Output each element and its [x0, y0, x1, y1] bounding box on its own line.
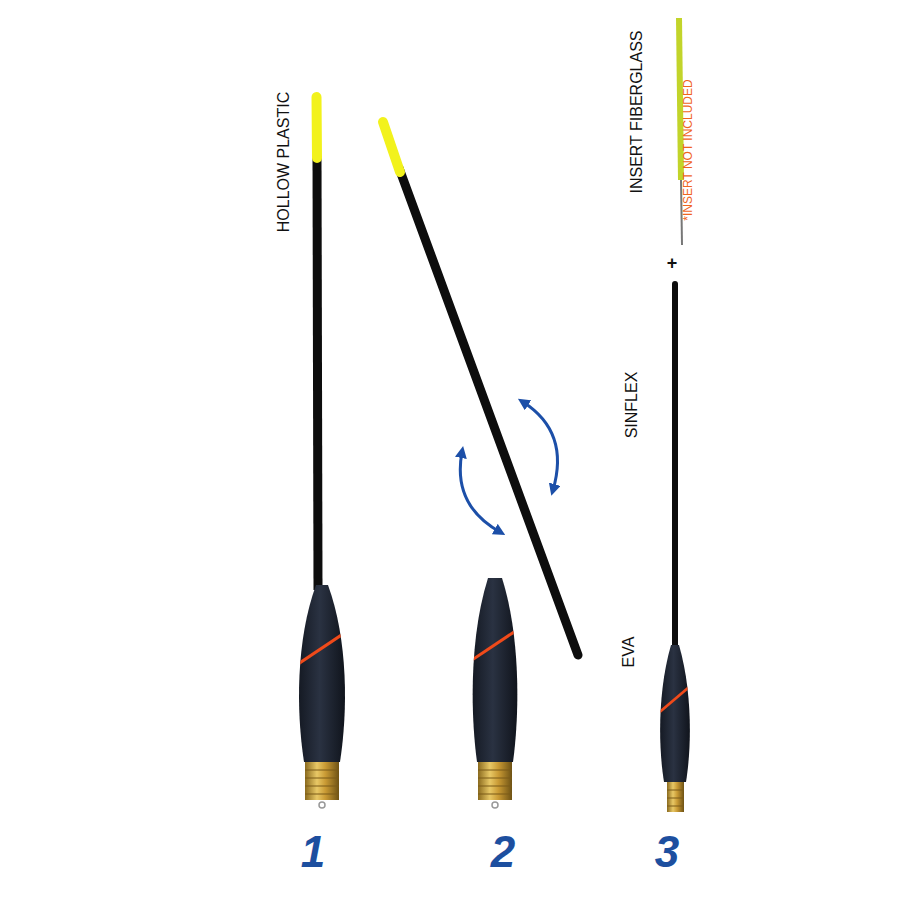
float-two: [383, 122, 578, 808]
callout-number: 2: [491, 830, 515, 874]
float-body: [299, 585, 345, 762]
brass-rings: [478, 770, 512, 794]
fiberglass-insert: [679, 18, 681, 180]
float-three: [655, 18, 695, 812]
brass-base: [478, 762, 512, 800]
callout-number: 3: [655, 830, 679, 874]
brass-base: [667, 782, 684, 812]
antenna-tip: [312, 97, 323, 158]
part-label: INSERT FIBERGLASS: [629, 30, 645, 193]
float-body: [660, 645, 690, 782]
float-one: [292, 97, 352, 808]
float-body: [473, 578, 518, 762]
swap-arrow: [460, 452, 500, 532]
stripe: [655, 682, 695, 716]
swap-arrow: [523, 402, 558, 490]
part-label: SINFLEX: [624, 372, 640, 439]
stripe: [292, 628, 352, 668]
eyelet: [319, 802, 325, 808]
sinflex-stem: [672, 284, 678, 650]
antenna: [317, 156, 318, 590]
callout-number: 1: [301, 830, 325, 874]
part-label: HOLLOW PLASTIC: [276, 92, 292, 232]
stripe: [466, 624, 526, 664]
note-label: *INSERT NOT INCLUDED: [682, 79, 694, 220]
brass-rings: [305, 770, 339, 794]
part-label: EVA: [621, 637, 637, 668]
plus-sign: +: [667, 254, 678, 272]
brass-base: [305, 762, 339, 800]
eyelet: [492, 802, 498, 808]
brass-rings: [667, 790, 684, 806]
antenna-tip: [383, 122, 400, 172]
